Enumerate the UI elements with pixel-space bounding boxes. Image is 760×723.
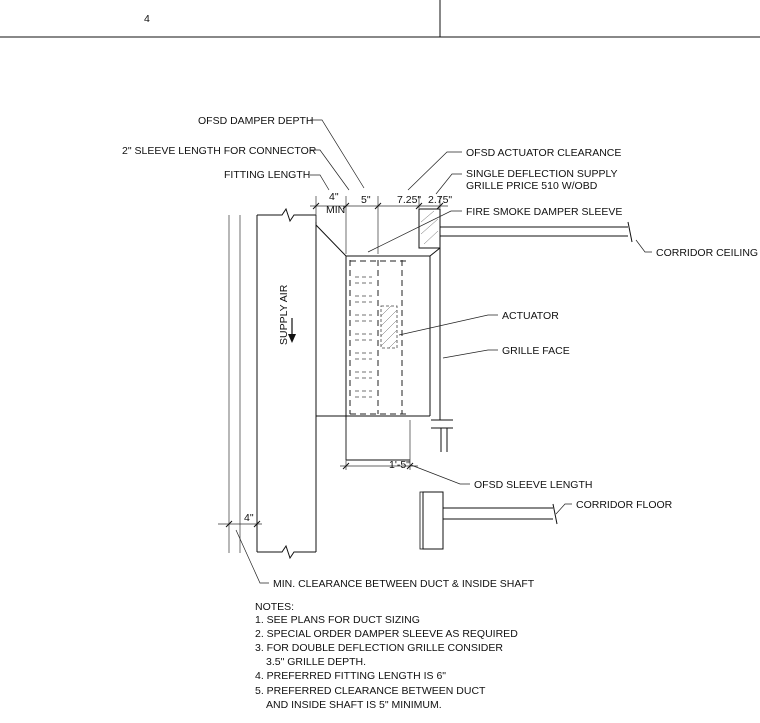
top-dimension-chain: 4" MIN 5" 7.25" 2.75" <box>310 191 452 254</box>
callout-grille: SINGLE DEFLECTION SUPPLY GRILLE PRICE 51… <box>435 168 618 195</box>
dim-clearance-4: 4" <box>244 512 254 524</box>
note-item: AND INSIDE SHAFT IS 5" MINIMUM. <box>266 699 442 711</box>
label-grille-line1: SINGLE DEFLECTION SUPPLY <box>466 168 618 180</box>
note-item: 2. SPECIAL ORDER DAMPER SLEEVE AS REQUIR… <box>255 628 518 640</box>
actuator-body <box>380 305 398 349</box>
label-ofsd-sleeve-length: OFSD SLEEVE LENGTH <box>474 479 592 491</box>
callout-corridor-ceiling: CORRIDOR CEILING <box>635 239 758 259</box>
label-min-clearance: MIN. CLEARANCE BETWEEN DUCT & INSIDE SHA… <box>273 578 535 590</box>
label-corridor-ceiling: CORRIDOR CEILING <box>656 247 758 259</box>
title-block: 4 <box>0 0 760 38</box>
airflow-arrowhead <box>288 334 296 343</box>
supply-air-label: SUPPLY AIR <box>278 284 290 345</box>
callout-ofsd-actuator-clearance: OFSD ACTUATOR CLEARANCE <box>407 147 621 191</box>
dim-grille-275: 2.75" <box>428 194 452 206</box>
wall-and-floor <box>419 419 558 550</box>
callout-fitting-length: FITTING LENGTH <box>224 169 330 191</box>
label-fire-smoke-damper-sleeve: FIRE SMOKE DAMPER SLEEVE <box>466 206 622 218</box>
label-grille-face: GRILLE FACE <box>502 345 570 357</box>
dim-fitting-4: 4" <box>329 191 339 203</box>
callout-ofsd-damper-depth: OFSD DAMPER DEPTH <box>198 115 365 189</box>
sheet-number: 4 <box>144 13 150 25</box>
notes-heading: NOTES: <box>255 601 294 613</box>
sleeve-length-dimension: 1'-5" <box>340 459 418 471</box>
dim-damper-5: 5" <box>361 194 371 206</box>
label-corridor-floor: CORRIDOR FLOOR <box>576 499 673 511</box>
shaft-duct <box>228 207 317 560</box>
note-item: 3. FOR DOUBLE DEFLECTION GRILLE CONSIDER <box>255 642 503 654</box>
callout-ofsd-sleeve-length: OFSD SLEEVE LENGTH <box>410 464 592 491</box>
callout-corridor-floor: CORRIDOR FLOOR <box>555 499 673 515</box>
label-grille-line2: GRILLE PRICE 510 W/OBD <box>466 180 598 192</box>
label-sleeve-length-connector: 2" SLEEVE LENGTH FOR CONNECTOR <box>122 145 317 157</box>
grille <box>429 247 441 420</box>
callout-min-clearance: MIN. CLEARANCE BETWEEN DUCT & INSIDE SHA… <box>235 529 535 590</box>
callout-sleeve-length-connector: 2" SLEEVE LENGTH FOR CONNECTOR <box>122 145 350 191</box>
supply-air-indicator: SUPPLY AIR <box>278 284 296 345</box>
notes-block: NOTES: 1. SEE PLANS FOR DUCT SIZING 2. S… <box>255 601 518 711</box>
note-item: 3.5" GRILLE DEPTH. <box>266 656 366 668</box>
label-ofsd-actuator-clearance: OFSD ACTUATOR CLEARANCE <box>466 147 621 159</box>
dim-fitting-min: MIN <box>326 204 345 216</box>
corridor-ceiling <box>418 208 633 249</box>
damper-sleeve <box>345 255 430 470</box>
label-fitting-length: FITTING LENGTH <box>224 169 310 181</box>
label-ofsd-damper-depth: OFSD DAMPER DEPTH <box>198 115 314 127</box>
note-item: 4. PREFERRED FITTING LENGTH IS 6" <box>255 670 446 682</box>
label-actuator: ACTUATOR <box>502 310 559 322</box>
clearance-dimension: 4" <box>218 512 262 528</box>
dim-actuator-725: 7.25" <box>397 194 421 206</box>
callout-grille-face: GRILLE FACE <box>442 345 570 359</box>
dim-sleeve-total: 1'-5" <box>389 459 410 471</box>
callout-fire-smoke-damper-sleeve: FIRE SMOKE DAMPER SLEEVE <box>367 206 622 253</box>
callout-actuator: ACTUATOR <box>398 310 559 336</box>
fitting <box>315 224 430 417</box>
note-item: 1. SEE PLANS FOR DUCT SIZING <box>255 614 420 626</box>
note-item: 5. PREFERRED CLEARANCE BETWEEN DUCT <box>255 685 486 697</box>
